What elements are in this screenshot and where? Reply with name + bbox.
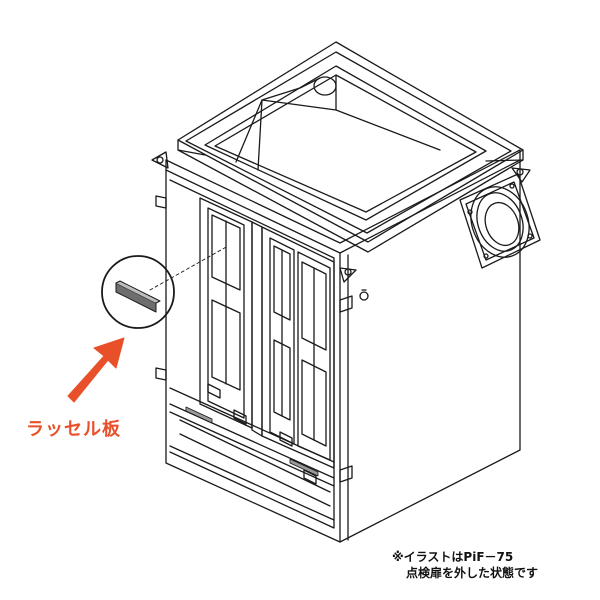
duct-flange [459, 173, 541, 269]
right-door-frame [261, 226, 335, 469]
note-line-1: ※イラストはPiF－75 [392, 550, 514, 564]
center-mullion [251, 221, 263, 437]
callout-label: ラッセル板 [26, 419, 121, 440]
top-frame [177, 41, 524, 253]
callout-circle [101, 255, 175, 329]
pointer-arrow [67, 337, 125, 403]
side-fittings [155, 195, 369, 483]
left-door-frame [199, 197, 253, 429]
note-line-2: 点検扉を外した状態です [406, 566, 539, 580]
russell-plate-part [115, 280, 161, 313]
lifting-lugs [151, 151, 531, 283]
filter-slots [185, 406, 319, 477]
leader-line [149, 245, 229, 291]
top-opening [235, 74, 441, 171]
